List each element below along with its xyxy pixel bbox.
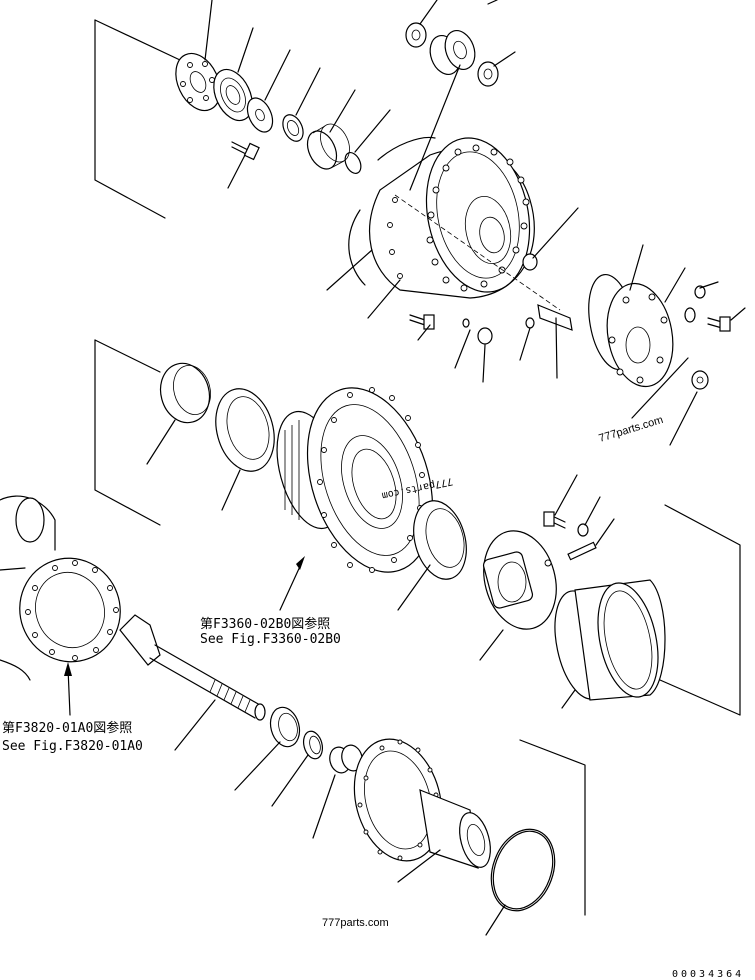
group-boundary-lines [94,19,741,916]
part-bolt-small-top [231,141,260,161]
part-seal-ring-bottom [269,706,301,748]
watermark-middle-right: 777parts.com [597,414,664,445]
hub-bolt-holes [317,387,425,573]
part-bolt-mid-right [543,511,566,529]
part-bushing-bottom [329,744,363,774]
output-flange-holes [357,739,439,861]
part-bolt-right [707,316,731,332]
reference-label-f3820-en: See Fig.F3820-01A0 [2,739,143,754]
part-flange-plate-small [175,52,221,112]
part-taper-bearing-right [413,500,467,580]
part-washer-small [246,97,274,133]
part-washers-right [684,285,706,323]
part-roller-bearing-top [429,30,476,75]
reference-label-f3820-jp: 第F3820-01A0図参照 [2,720,132,736]
part-nut-top-left [405,22,427,48]
part-key-mid-right [567,541,597,561]
part-snap-ring-small [344,152,362,174]
reference-label-f3360-en: See Fig.F3360-02B0 [200,632,341,647]
part-nut-top-right [477,61,499,87]
part-ring-gear-carrier [482,530,557,630]
drawing-code: 00034364 [672,969,744,980]
part-roller-bearing-small [306,123,350,170]
part-seal-collar [159,362,211,424]
part-cover-disc-bottom [490,828,556,912]
part-o-ring-bottom [302,730,324,760]
flange-bolt-holes [25,560,119,661]
part-taper-bearing-mid [215,388,275,472]
part-bearing-small [213,68,253,122]
housing-bolt-holes [387,144,530,292]
part-nut-right [691,370,709,390]
part-wheel-hub-main [276,387,434,573]
part-axle-shaft [119,614,266,721]
part-ring-gear-large [554,579,666,701]
reference-label-f3360-jp: 第F3360-02B0図参照 [200,616,330,632]
part-seal-ring-small [282,114,304,142]
part-washer-mid-right [577,523,589,537]
part-bolt-under-housing [409,314,435,330]
watermark-bottom: 777parts.com [322,917,389,929]
part-long-pin [394,194,573,331]
part-output-flange-shaft [353,738,491,869]
part-pins-under-housing [462,253,538,345]
part-carrier-housing [348,136,535,299]
part-axle-housing-flange [0,495,121,681]
callout-leader-lines [64,0,746,936]
part-cover-plate-right [588,273,674,388]
